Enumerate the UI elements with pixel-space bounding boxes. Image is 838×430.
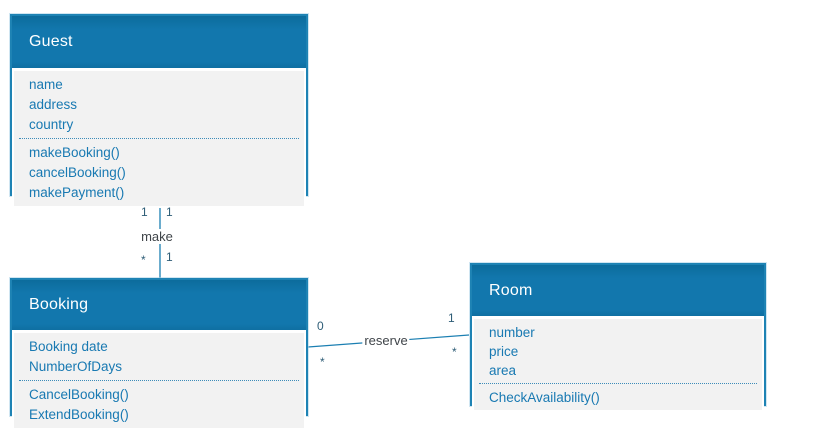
reserve-multiplicity-booking-bottom: * [320,355,325,369]
class-booking-title: Booking [29,296,89,313]
class-room-header: Room [472,265,764,316]
make-multiplicity-top-left: 1 [141,205,148,219]
attribute: country [29,117,74,132]
class-guest: Guest name address country makeBooking()… [10,14,308,208]
reserve-multiplicity-room-bottom: * [452,345,457,359]
make-association-label: make [139,229,175,244]
make-multiplicity-top-right: 1 [166,205,173,219]
class-booking-attributes: Booking date NumberOfDays [14,333,304,380]
attribute: name [29,77,63,92]
class-booking: Booking Booking date NumberOfDays Cancel… [10,278,308,430]
class-room-body: number price area CheckAvailability() [472,316,764,412]
reserve-association-label: reserve [362,333,410,348]
attribute: Booking date [29,339,108,354]
attribute: area [489,363,517,378]
class-room: Room number price area CheckAvailability… [470,263,766,412]
method: cancelBooking() [29,165,126,180]
class-booking-body: Booking date NumberOfDays CancelBooking(… [12,330,306,430]
make-multiplicity-bottom-left: * [141,253,146,267]
attributes-methods-divider [479,383,757,384]
attribute: NumberOfDays [29,359,123,374]
class-booking-header: Booking [12,280,306,330]
class-guest-header: Guest [12,16,306,68]
attribute: price [489,344,519,359]
method: CheckAvailability() [489,390,600,405]
method: makeBooking() [29,145,120,160]
class-guest-title: Guest [29,33,73,50]
class-guest-body: name address country makeBooking() cance… [12,68,306,208]
method: makePayment() [29,185,125,200]
class-room-attributes: number price area [474,319,762,383]
class-guest-methods: makeBooking() cancelBooking() makePaymen… [14,139,304,206]
attributes-methods-divider [19,138,299,139]
class-guest-attributes: name address country [14,71,304,138]
reserve-multiplicity-booking-top: 0 [317,319,324,333]
attribute: number [489,325,535,340]
attributes-methods-divider [19,380,299,381]
class-room-methods: CheckAvailability() [474,384,762,410]
method: ExtendBooking() [29,407,129,422]
class-room-title: Room [489,281,533,299]
attribute: address [29,97,78,112]
method: CancelBooking() [29,387,129,402]
make-multiplicity-bottom-right: 1 [166,250,173,264]
reserve-multiplicity-room-top: 1 [448,311,455,325]
class-booking-methods: CancelBooking() ExtendBooking() [14,381,304,428]
